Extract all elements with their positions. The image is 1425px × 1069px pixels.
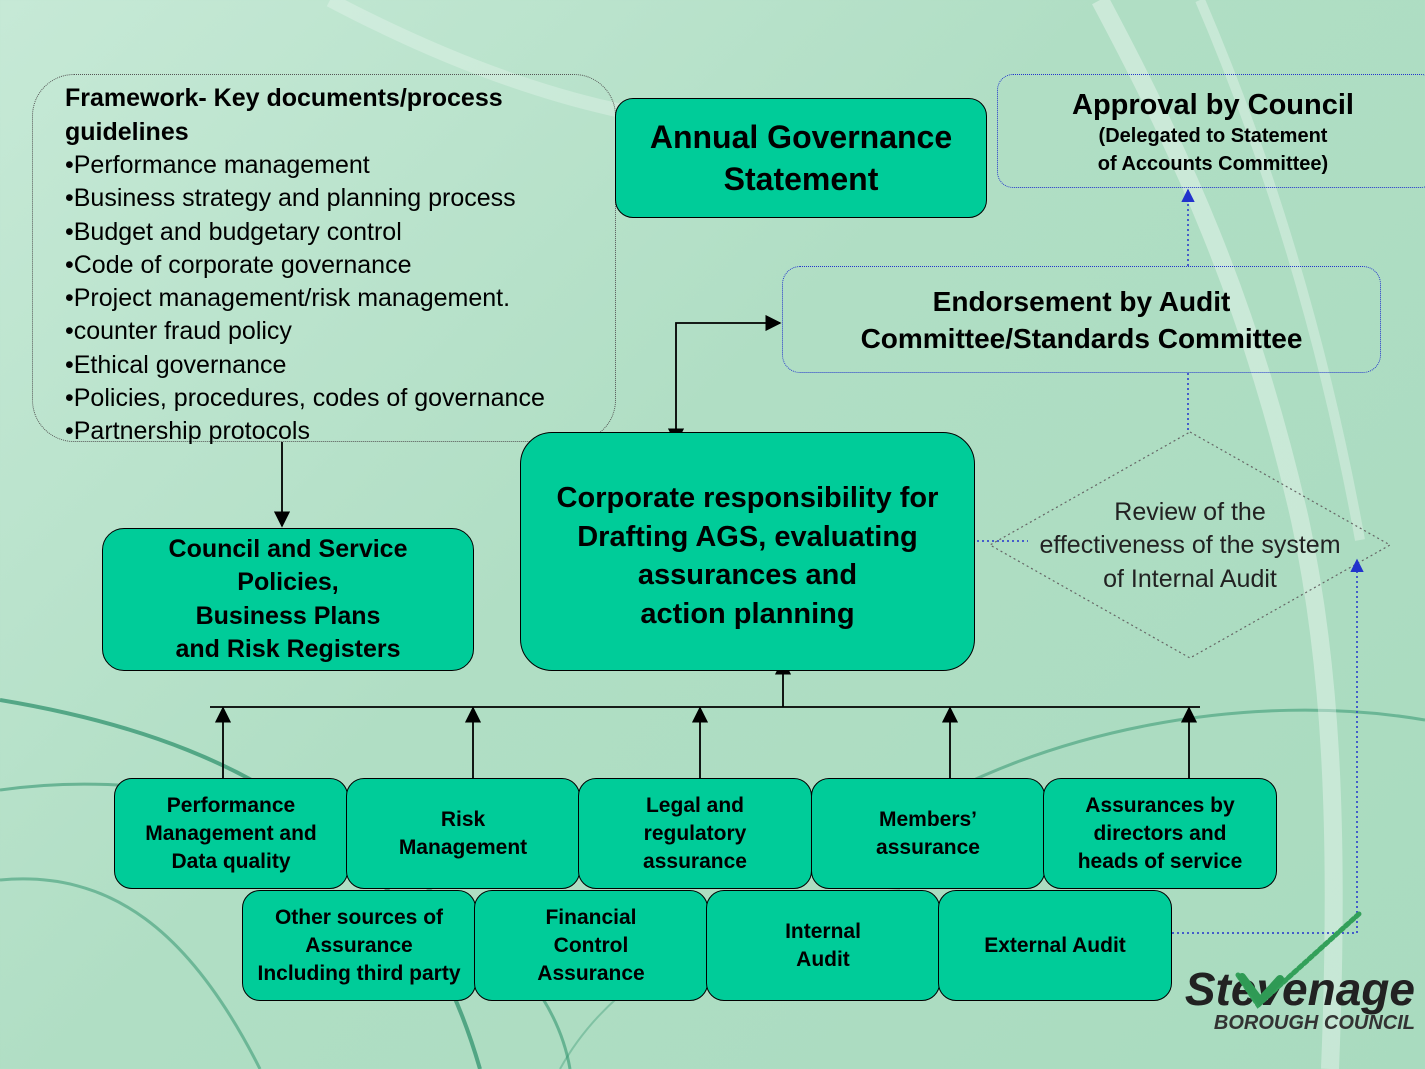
approval-by-council-box: Approval by Council (Delegated to Statem… <box>997 74 1425 188</box>
framework-title: Framework- Key documents/process guideli… <box>65 84 503 146</box>
framework-list: •Performance management •Business strate… <box>65 149 615 449</box>
logo-name: Stevenage <box>1184 963 1415 1015</box>
assurance-financial-control: Financial Control Assurance <box>474 890 708 1001</box>
framework-item: •Ethical governance <box>65 350 287 379</box>
assurance-performance-management: Performance Management and Data quality <box>114 778 348 889</box>
assurance-directors: Assurances by directors and heads of ser… <box>1043 778 1277 889</box>
review-internal-audit-text: Review of the effectiveness of the syste… <box>1039 498 1341 593</box>
assurance-legal-regulatory: Legal and regulatory assurance <box>578 778 812 889</box>
corporate-responsibility-box: Corporate responsibility for Drafting AG… <box>520 432 975 671</box>
stevenage-logo: Stevenage BOROUGH COUNCIL <box>1170 962 1415 1035</box>
approval-subtitle: (Delegated to Statement of Accounts Comm… <box>1097 125 1329 175</box>
framework-item: •Code of corporate governance <box>65 250 412 279</box>
logo-subtitle: BOROUGH COUNCIL <box>1213 1012 1415 1034</box>
approval-title: Approval by Council <box>1072 89 1354 121</box>
framework-item: •Business strategy and planning process <box>65 184 516 213</box>
assurance-risk-management: Risk Management <box>346 778 580 889</box>
framework-item: •Project management/risk management. <box>65 284 511 313</box>
framework-item: •Partnership protocols <box>65 417 310 446</box>
policies-box: Council and Service Policies, Business P… <box>102 528 474 671</box>
framework-item: •Performance management <box>65 151 370 179</box>
endorsement-box: Endorsement by Audit Committee/Standards… <box>782 266 1381 373</box>
logo-tick-icon <box>1235 910 1363 1009</box>
assurance-external-audit: External Audit <box>938 890 1172 1001</box>
review-diamond <box>988 431 1392 659</box>
framework-item: •counter fraud policy <box>65 317 292 346</box>
framework-box: Framework- Key documents/process guideli… <box>32 74 616 445</box>
annual-governance-statement-box: Annual Governance Statement <box>615 98 987 218</box>
assurance-other-sources: Other sources of Assurance Including thi… <box>242 890 476 1001</box>
assurance-internal-audit: Internal Audit <box>706 890 940 1001</box>
framework-item: •Policies, procedures, codes of governan… <box>65 384 545 413</box>
framework-item: •Budget and budgetary control <box>65 217 402 246</box>
arrow-corporate-endorsement <box>667 314 782 445</box>
assurance-members: Members’ assurance <box>811 778 1045 889</box>
arrow-external-audit-to-review <box>1172 558 1364 934</box>
